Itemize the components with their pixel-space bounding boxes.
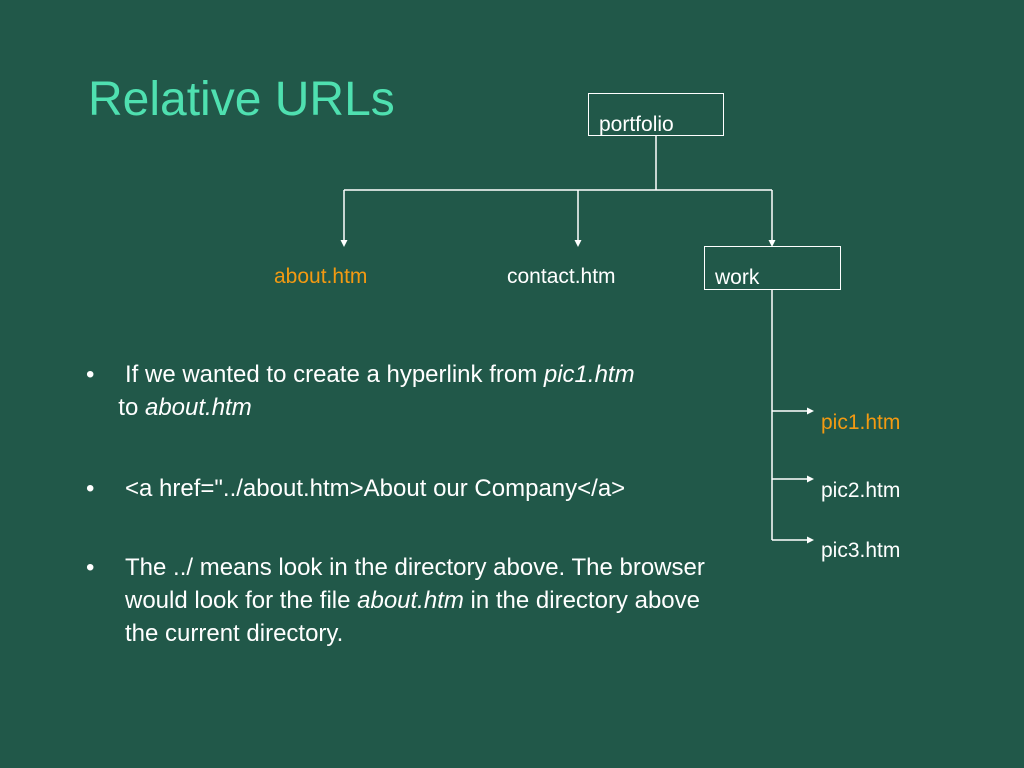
arrowhead-about	[340, 240, 348, 247]
node-work: work	[715, 266, 760, 289]
node-pic1: pic1.htm	[821, 411, 901, 434]
bullet-text: in the directory above the current direc…	[125, 587, 700, 647]
bullet-em-source: pic1.htm	[543, 361, 635, 388]
bullet-item: If we wanted to create a hyperlink from …	[86, 358, 736, 424]
node-pic2: pic2.htm	[821, 479, 901, 502]
bullet-code: <a href="../about.htm>About our Company<…	[125, 475, 626, 502]
bullet-text: The ../ means look in the directory abov…	[125, 554, 705, 614]
node-work-box: work	[704, 246, 841, 290]
bullet-item: The ../ means look in the directory abov…	[86, 551, 736, 650]
slide-title: Relative URLs	[88, 73, 395, 126]
bullet-item: <a href="../about.htm>About our Company<…	[86, 472, 736, 505]
node-portfolio: portfolio	[599, 113, 674, 136]
arrowhead-contact	[574, 240, 582, 247]
node-pic3: pic3.htm	[821, 539, 901, 562]
arrowhead-work	[768, 240, 776, 247]
arrowhead-pic3	[807, 536, 814, 544]
bullet-em-file: about.htm	[357, 587, 464, 614]
node-portfolio-box: portfolio	[588, 93, 724, 136]
arrowhead-pic2	[807, 475, 814, 483]
bullet-text: If we wanted to create a hyperlink from	[125, 361, 544, 388]
node-about: about.htm	[274, 265, 368, 288]
arrowhead-pic1	[807, 407, 814, 415]
bullet-list: If we wanted to create a hyperlink from …	[86, 358, 736, 698]
bullet-em-target: about.htm	[144, 394, 252, 421]
bullet-text: to	[118, 394, 145, 421]
node-contact: contact.htm	[507, 265, 616, 288]
